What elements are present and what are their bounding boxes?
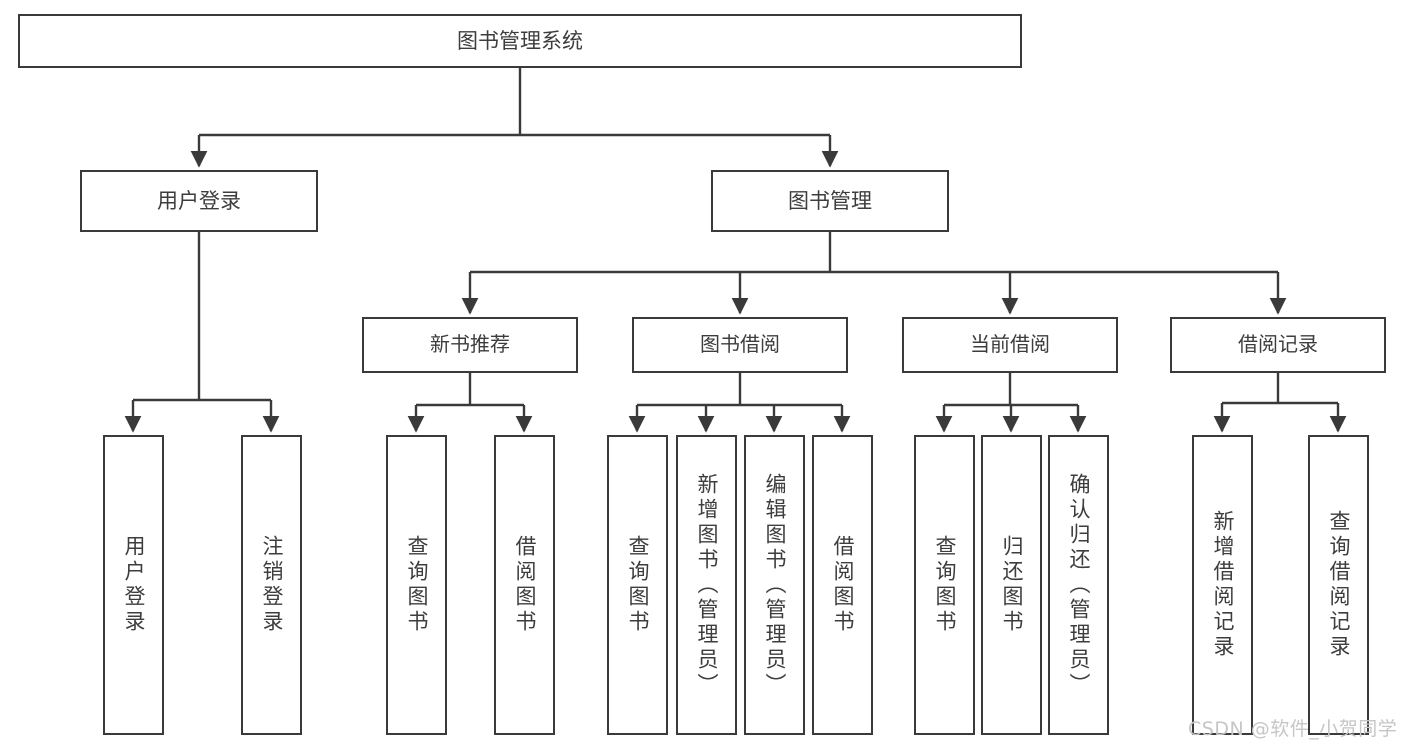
node-borrowing-record[interactable]: 借阅记录 xyxy=(1170,317,1386,373)
node-current-borrowing[interactable]: 当前借阅 xyxy=(902,317,1118,373)
node-root-book-management-system[interactable]: 图书管理系统 xyxy=(18,14,1022,68)
leaf-new-book-borrow[interactable]: 借阅图书 xyxy=(494,435,555,735)
node-book-borrowing[interactable]: 图书借阅 xyxy=(632,317,848,373)
node-label: 新增图书（管理员） xyxy=(695,472,719,698)
node-label: 查询图书 xyxy=(405,535,429,635)
leaf-current-query-book[interactable]: 查询图书 xyxy=(914,435,975,735)
node-label: 图书管理系统 xyxy=(457,28,583,53)
node-book-management[interactable]: 图书管理 xyxy=(711,170,949,232)
leaf-current-confirm-return[interactable]: 确认归还（管理员） xyxy=(1048,435,1109,735)
node-label: 新增借阅记录 xyxy=(1211,510,1235,660)
leaf-current-return-book[interactable]: 归还图书 xyxy=(981,435,1042,735)
node-label: 查询借阅记录 xyxy=(1327,510,1351,660)
node-label: 图书借阅 xyxy=(700,332,780,357)
node-label: 借阅图书 xyxy=(513,535,537,635)
leaf-borrow-add-book[interactable]: 新增图书（管理员） xyxy=(676,435,737,735)
node-label: 当前借阅 xyxy=(970,332,1050,357)
leaf-borrow-edit-book[interactable]: 编辑图书（管理员） xyxy=(744,435,805,735)
leaf-user-login-login[interactable]: 用户登录 xyxy=(103,435,164,735)
leaf-record-add-record[interactable]: 新增借阅记录 xyxy=(1192,435,1253,735)
node-label: 用户登录 xyxy=(122,535,146,635)
leaf-record-query-record[interactable]: 查询借阅记录 xyxy=(1308,435,1369,735)
node-label: 编辑图书（管理员） xyxy=(763,472,787,698)
node-label: 新书推荐 xyxy=(430,332,510,357)
node-label: 借阅记录 xyxy=(1238,332,1318,357)
leaf-borrow-borrow-book[interactable]: 借阅图书 xyxy=(812,435,873,735)
node-label: 注销登录 xyxy=(260,535,284,635)
node-label: 查询图书 xyxy=(626,535,650,635)
leaf-user-login-logout[interactable]: 注销登录 xyxy=(241,435,302,735)
leaf-borrow-query-book[interactable]: 查询图书 xyxy=(607,435,668,735)
node-label: 借阅图书 xyxy=(831,535,855,635)
node-label: 归还图书 xyxy=(1000,535,1024,635)
node-label: 确认归还（管理员） xyxy=(1067,472,1091,698)
node-label: 用户登录 xyxy=(157,188,241,213)
leaf-new-book-query[interactable]: 查询图书 xyxy=(386,435,447,735)
node-label: 图书管理 xyxy=(788,188,872,213)
csdn-watermark: CSDN @软件_小贺同学 xyxy=(1188,718,1398,740)
node-new-book-recommendation[interactable]: 新书推荐 xyxy=(362,317,578,373)
node-label: 查询图书 xyxy=(933,535,957,635)
node-user-login[interactable]: 用户登录 xyxy=(80,170,318,232)
